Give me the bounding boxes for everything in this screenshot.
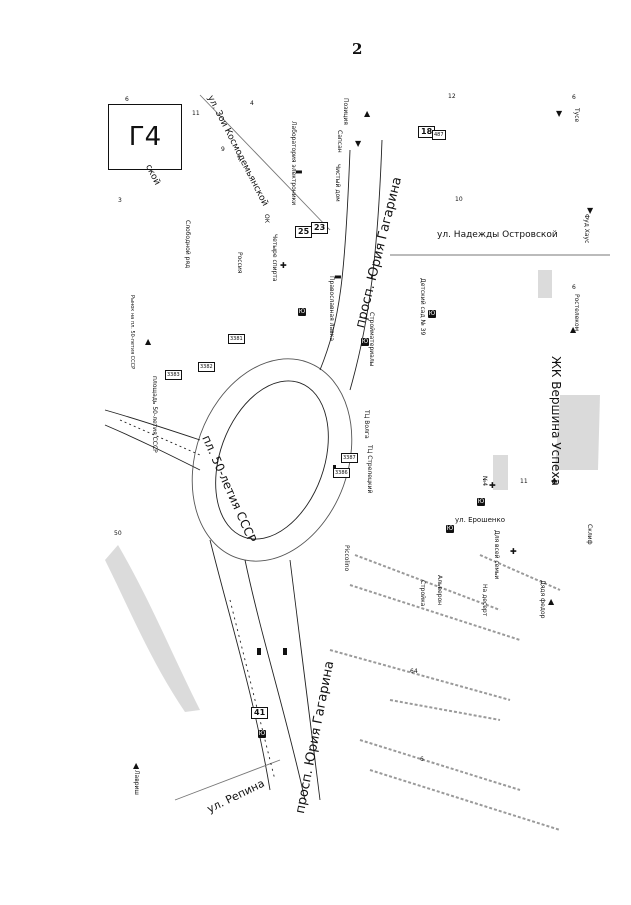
poi-no4: №4	[481, 476, 488, 487]
bus-stop-icon: Ю	[258, 730, 266, 738]
poi-rynok: Рынок на пл. 50-летия СССР	[129, 295, 135, 370]
poi-dlya-vsey-semi: Для всей семьи	[493, 530, 500, 580]
code-tag-487: 487	[432, 130, 446, 140]
bus-stop-icon: Ю	[428, 310, 436, 318]
house-number: 3	[118, 197, 122, 204]
street-ostrovskoy: ул. Надежды Островской	[437, 230, 558, 240]
road-markers	[257, 465, 336, 655]
building-tag-25: 25	[295, 226, 313, 238]
poi-fud-haus: Фуд Хаус	[583, 214, 590, 244]
dashed-parcel-lines	[329, 554, 561, 831]
house-number: 7	[237, 155, 241, 162]
shop-icon: ▬	[334, 272, 342, 281]
poi-chetyre-spirta: Четыре спирта	[271, 234, 278, 282]
house-number: 11	[520, 478, 528, 485]
house-number: 6	[420, 756, 424, 763]
poi-slobodnoy-ryad: Слободной ряд	[184, 220, 191, 269]
poi-tc-volga: ТЦ Волга	[363, 410, 370, 439]
bus-stop-icon: Ю	[361, 338, 369, 346]
house-number: 6	[572, 284, 576, 291]
poi-stroyka: Стройка	[419, 580, 426, 607]
poi-laboratoriya: Лаборатория электроники	[290, 121, 297, 206]
code-tag-3383: 3383	[165, 370, 182, 380]
house-number: 12	[448, 93, 456, 100]
poi-na-desert: На десерт	[481, 584, 488, 617]
poi-tuse: Тусе	[573, 108, 580, 123]
poi-pravoslavnaya-lavka: Православная лавка	[328, 276, 335, 342]
house-number: 10	[455, 196, 463, 203]
pharmacy-icon: ✚	[280, 261, 287, 270]
poi-chisty-dom: Чистый дом	[334, 164, 341, 202]
shop-icon: ▲	[133, 761, 140, 770]
house-number: 4	[250, 100, 254, 107]
poi-ded-fedor: Дядя федор	[539, 580, 546, 619]
poi-alveron: Альверон	[436, 575, 443, 606]
poi-ok: ОК	[263, 214, 270, 223]
pharmacy-icon: ✚	[551, 477, 558, 486]
shop-icon: ▲	[570, 325, 577, 334]
house-number: 11	[192, 110, 200, 117]
house-number: 9	[221, 146, 225, 153]
code-tag-3386: 3386	[333, 468, 350, 478]
shop-icon: ▼	[587, 206, 594, 215]
poi-ploshchad: площадь 50-летия СССР	[151, 376, 158, 453]
bus-stop-icon: Ю	[298, 308, 306, 316]
bus-stop-icon: Ю	[446, 525, 454, 533]
shop-icon: ▲	[145, 337, 152, 346]
poi-detsky-sad: Детский сад № 39	[419, 278, 426, 336]
house-number: 6	[125, 96, 129, 103]
poi-tc-streletsky: ТЦ Стрелецкий	[366, 445, 373, 494]
roads	[104, 94, 610, 801]
building-tag-41: 41	[251, 707, 269, 719]
house-number: 6	[572, 94, 576, 101]
street-eroshenko: ул. Ерошенко	[455, 516, 506, 524]
house-number: 64	[410, 668, 418, 675]
shop-icon: ▬	[295, 167, 303, 176]
shop-icon: ▼	[556, 109, 563, 118]
code-tag-3382: 3382	[198, 362, 215, 372]
poi-sklif: Склиф	[586, 524, 593, 545]
building-tag-23: 23	[311, 222, 329, 234]
grid-cell-label: Г4	[108, 104, 182, 170]
shop-icon: ▲	[364, 109, 371, 118]
pharmacy-icon: ✚	[489, 481, 496, 490]
code-tag-3381: 3381	[228, 334, 245, 344]
poi-poziciya: Позиция	[342, 98, 349, 125]
poi-lavrik: Лавриш	[133, 770, 140, 795]
poi-stroymaterialy: Стройматериалы	[368, 312, 375, 367]
hatched-zones	[105, 270, 600, 712]
shop-icon: ▲	[548, 597, 555, 606]
poi-rossiya: Россия	[236, 252, 243, 274]
bus-stop-icon: Ю	[477, 498, 485, 506]
pharmacy-icon: ✚	[510, 547, 517, 556]
page-number: 2	[352, 40, 363, 58]
house-number: 50	[114, 530, 122, 537]
shop-icon: ▼	[355, 139, 362, 148]
poi-zhk: ЖК Вершина Успеха	[549, 356, 563, 486]
poi-sapsan: Сапсан	[336, 130, 343, 153]
code-tag-3387: 3387	[341, 453, 358, 463]
poi-piccolino: Piccolino	[343, 545, 350, 572]
